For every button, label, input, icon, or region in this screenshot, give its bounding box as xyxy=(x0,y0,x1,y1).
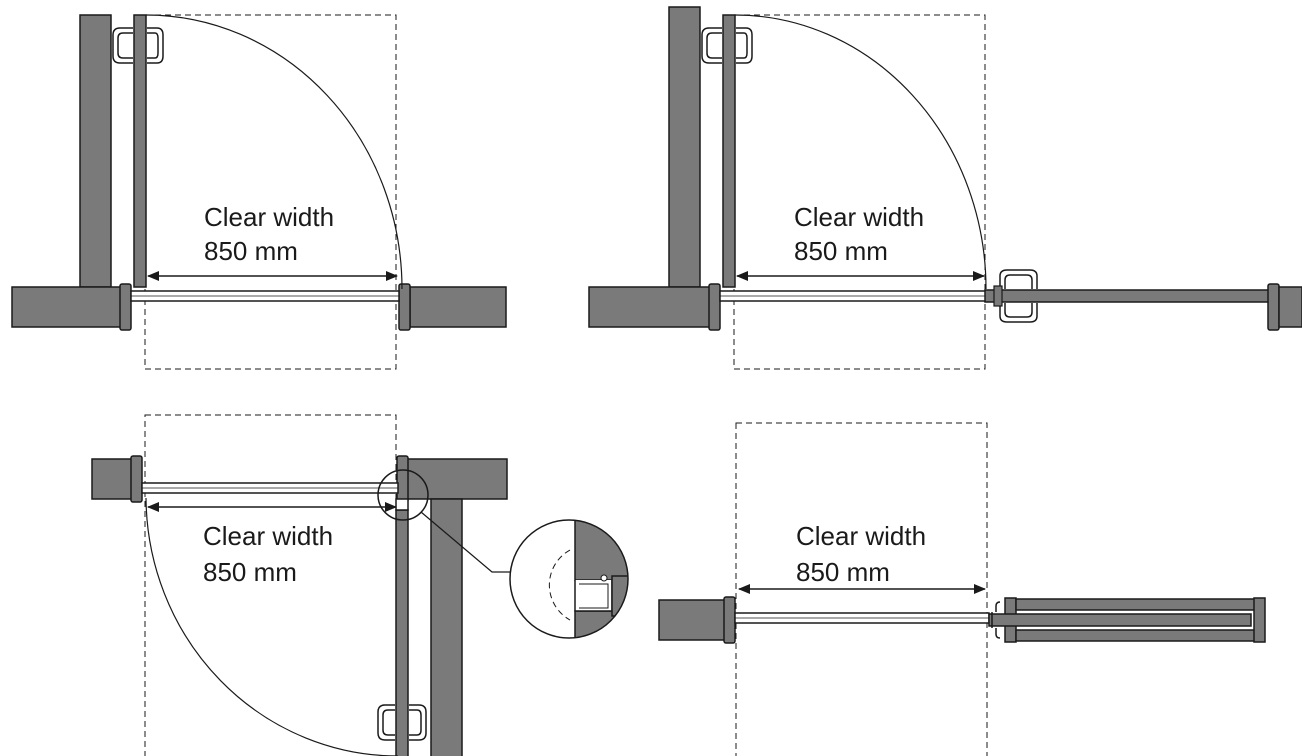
door-swing-arc xyxy=(145,14,403,290)
panel-bottom-left: Clear width 850 mm xyxy=(91,414,629,756)
wall-left-horizontal xyxy=(91,458,138,500)
panel-bottom-right: Clear width 850 mm xyxy=(658,422,1266,756)
door-leaf xyxy=(395,509,409,756)
adjacent-wall-rail xyxy=(984,289,1271,303)
detail-leader-line xyxy=(420,511,511,573)
clearance-zone-outline xyxy=(144,14,397,370)
wall-vertical xyxy=(79,14,112,288)
door-frame-right xyxy=(1267,283,1280,331)
panel-top-right: Clear width 850 mm xyxy=(588,6,1302,370)
door-frame-left xyxy=(723,596,736,644)
clear-width-value: 850 mm xyxy=(203,557,297,587)
door-handle-icon xyxy=(999,269,1038,323)
clear-width-label: Clear width xyxy=(204,202,334,232)
clear-width-label: Clear width xyxy=(203,521,333,551)
door-leaf xyxy=(133,14,147,288)
panel-top-left: Clear width 850 mm xyxy=(11,14,507,370)
clear-width-label: Clear width xyxy=(794,202,924,232)
sliding-door-pull-icon xyxy=(991,601,1001,639)
wall-left-horizontal xyxy=(11,286,126,328)
clearance-zone-outline xyxy=(735,422,988,756)
door-frame-left xyxy=(119,283,132,331)
door-handle-icon xyxy=(112,27,164,64)
door-frame-left xyxy=(708,283,721,331)
clear-width-value: 850 mm xyxy=(796,557,890,587)
door-frame-left xyxy=(130,455,143,503)
hinge-block xyxy=(395,498,409,511)
door-handle-icon xyxy=(377,704,427,741)
detail-marker-circle xyxy=(377,469,429,521)
clear-width-label: Clear width xyxy=(796,521,926,551)
clear-width-value: 850 mm xyxy=(204,236,298,266)
door-handle-icon xyxy=(701,27,753,64)
magnified-detail xyxy=(509,519,629,639)
clear-width-value: 850 mm xyxy=(794,236,888,266)
sliding-door-leaf xyxy=(988,613,1252,627)
door-leaf xyxy=(722,14,736,288)
wall-vertical xyxy=(430,498,463,756)
wall-vertical xyxy=(668,6,701,288)
door-swing-arc xyxy=(734,14,987,290)
wall-right-horizontal xyxy=(409,286,507,328)
door-frame-right xyxy=(396,455,409,503)
wall-right-stub xyxy=(1278,286,1302,328)
clearance-zone-outline xyxy=(733,14,986,370)
door-frame-right xyxy=(398,283,411,331)
wall-left-horizontal xyxy=(658,599,728,641)
door-swing-arc xyxy=(145,497,399,756)
wall-left-horizontal xyxy=(588,286,716,328)
